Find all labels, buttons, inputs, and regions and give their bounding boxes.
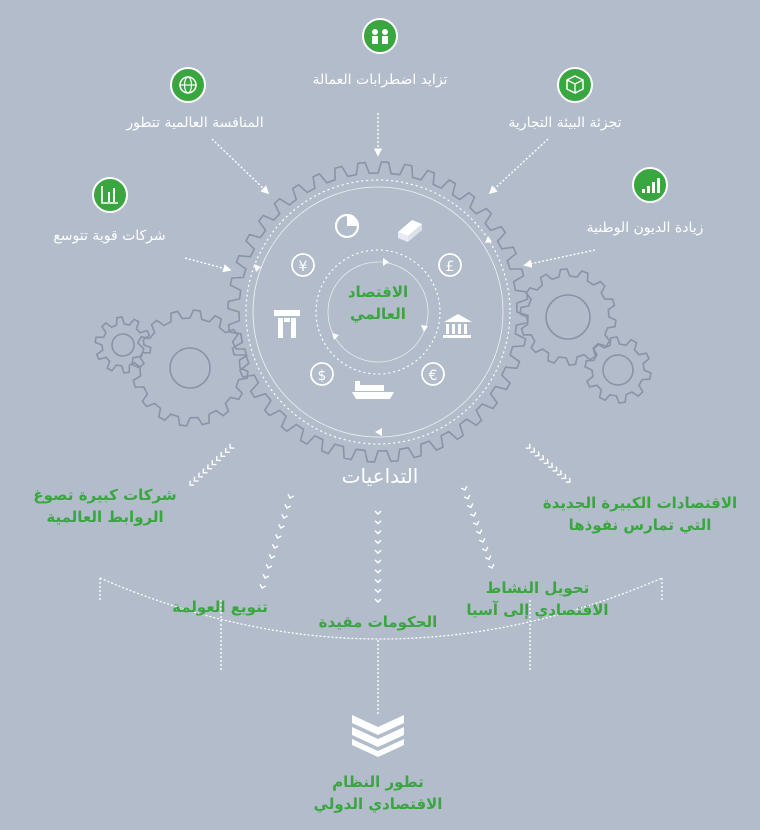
effect-0-line-1: شركات كبيرة تصوغ bbox=[33, 486, 177, 504]
center-title-line-2: العالمي bbox=[350, 304, 406, 323]
center-title-line-1: الاقتصاد bbox=[347, 283, 409, 301]
gear-right-small-icon bbox=[584, 336, 652, 404]
outer-ring bbox=[245, 179, 511, 445]
outcome-line-2: الاقتصادي الدولي bbox=[313, 794, 443, 813]
pound-icon: £ bbox=[438, 253, 462, 277]
euro-glyph: € bbox=[429, 368, 438, 384]
center-arrow-left-icon bbox=[332, 333, 339, 340]
effect-label-new-economies: الاقتصادات الكبيرة الجديدة التي تمارس نف… bbox=[530, 493, 750, 537]
pound-glyph: £ bbox=[446, 259, 455, 275]
cause-label-growth: شركات قوية تتوسع bbox=[53, 228, 166, 244]
arrow-from-globe bbox=[211, 138, 270, 195]
ring-arrow-right-icon bbox=[485, 236, 492, 243]
outcome-label: تطور النظام الاقتصادي الدولي bbox=[278, 772, 478, 816]
center-arrow-right-icon bbox=[421, 325, 428, 332]
arrow-from-growth bbox=[184, 257, 232, 273]
center-arrow-top-icon bbox=[383, 258, 389, 266]
effect-label-big-companies: شركات كبيرة تصوغ الروابط العالمية bbox=[5, 485, 205, 529]
cause-bar-chart-circle-icon bbox=[632, 167, 668, 203]
dollar-glyph: $ bbox=[318, 368, 327, 384]
center-ring bbox=[315, 249, 441, 375]
bank-icon bbox=[443, 314, 472, 338]
bottom-bracket bbox=[99, 577, 663, 715]
effect-3-line-1: تحويل النشاط bbox=[485, 579, 590, 597]
effect-3-line-2: الاقتصادي إلى آسيا bbox=[466, 600, 609, 619]
euro-icon: € bbox=[421, 362, 445, 386]
effect-arrows bbox=[189, 443, 571, 603]
cause-label-workers: تزايد اضطرابات العمالة bbox=[312, 72, 448, 88]
effect-0-line-2: الروابط العالمية bbox=[46, 507, 164, 526]
arch-monument-icon bbox=[274, 310, 300, 338]
effect-2-line-1: الحكومات مقيدة bbox=[318, 613, 438, 631]
cause-label-bar-chart: زيادة الديون الوطنية bbox=[586, 220, 704, 236]
yen-glyph: ¥ bbox=[299, 259, 308, 275]
money-stack-icon bbox=[398, 220, 422, 242]
ring-arrow-left-icon bbox=[254, 264, 261, 272]
inner-ring bbox=[252, 186, 504, 438]
effect-1-line-1: تنويع العولمة bbox=[172, 598, 268, 616]
center-title: الاقتصاد العالمي bbox=[318, 282, 438, 326]
cause-growth-chart-circle-icon bbox=[92, 177, 128, 213]
cargo-ship-icon bbox=[352, 381, 394, 399]
effect-4-line-1: الاقتصادات الكبيرة الجديدة bbox=[542, 494, 738, 512]
cause-workers-circle-icon bbox=[362, 18, 398, 54]
stack-chevron-icon bbox=[352, 715, 404, 757]
cause-label-globe: المنافسة العالمية تتطور bbox=[126, 115, 264, 131]
effect-label-globalization: تنويع العولمة bbox=[140, 597, 300, 619]
effect-label-governments: الحكومات مقيدة bbox=[298, 612, 458, 634]
effect-label-asia-shift: تحويل النشاط الاقتصادي إلى آسيا bbox=[450, 578, 625, 622]
gear-right-large-icon bbox=[519, 268, 617, 366]
arrow-from-cube bbox=[488, 138, 549, 195]
outcome-line-1: تطور النظام bbox=[332, 773, 424, 791]
pie-chart-icon bbox=[334, 213, 360, 239]
effect-4-line-2: التي تمارس نفوذها bbox=[568, 515, 712, 534]
cause-globe-circle-icon bbox=[170, 67, 206, 103]
center-arrow-ring bbox=[327, 261, 429, 363]
main-gear bbox=[227, 161, 529, 463]
gear-left-large-icon bbox=[131, 309, 249, 427]
dollar-icon: $ bbox=[310, 362, 334, 386]
cause-cube-circle-icon bbox=[557, 67, 593, 103]
ring-arrow-bottom-icon bbox=[375, 428, 382, 436]
arrow-from-bar-chart bbox=[523, 249, 596, 268]
effects-heading: التداعيات bbox=[341, 464, 419, 488]
gear-left-small-icon bbox=[94, 316, 152, 374]
yen-icon: ¥ bbox=[291, 253, 315, 277]
cause-label-cube: تجزئة البيئة التجارية bbox=[508, 115, 622, 131]
